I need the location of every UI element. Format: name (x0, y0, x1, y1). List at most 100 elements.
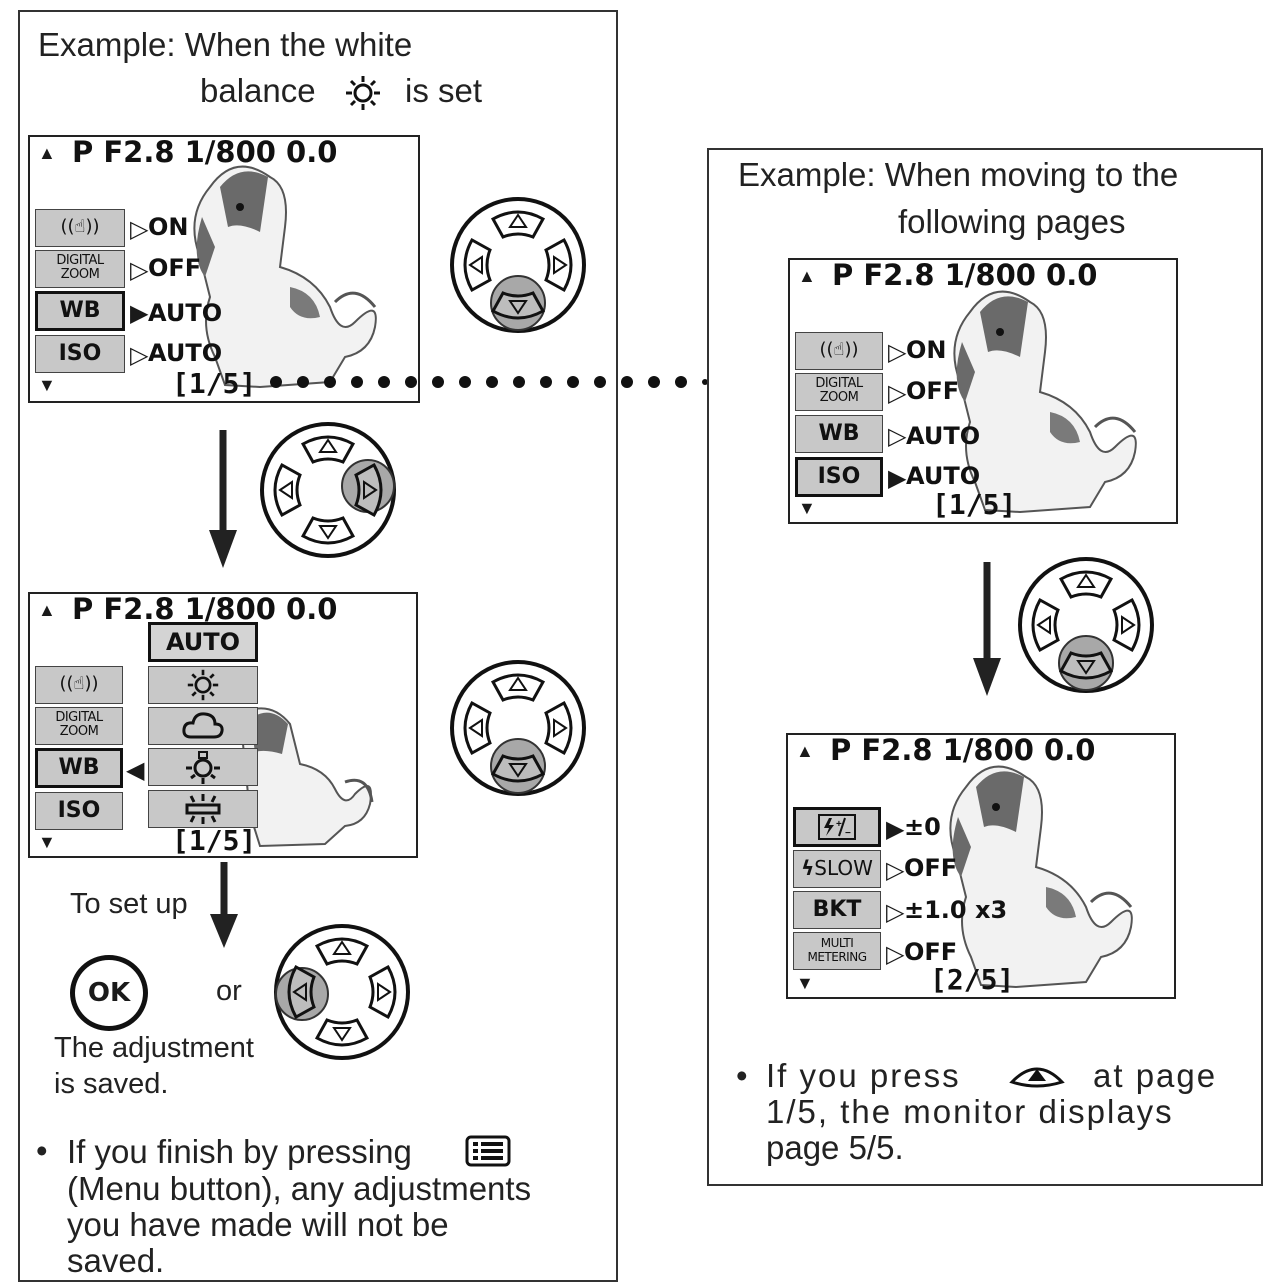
sun-icon (187, 669, 219, 701)
cloud-icon (182, 712, 224, 739)
scroll-down-arrow-icon: ▼ (38, 375, 56, 395)
value-auto-wb: AUTO (148, 299, 223, 327)
menu-row-flash-compensation: + − (793, 807, 881, 847)
pointer-outline-icon: ▷ (888, 423, 907, 450)
right-bullet-line2: 1/5, the monitor displays (766, 1093, 1174, 1130)
arrow-pad-right-pressed[interactable] (258, 420, 398, 560)
scroll-down-arrow-icon: ▼ (798, 498, 816, 518)
value-off: OFF (906, 377, 960, 405)
bullet-dot: • (36, 1132, 48, 1169)
up-button-icon (1009, 1067, 1065, 1088)
menu-row-bkt: BKT (793, 891, 881, 929)
value-bkt: ±1.0 x3 (904, 896, 1008, 924)
lcd-screen-page-2: ▲ P F2.8 1/800 0.0 + − ϟSLOW BKT MULTI M… (786, 733, 1176, 999)
value-auto-wb: AUTO (906, 422, 981, 450)
dog-image (949, 765, 1133, 989)
bulb-icon (186, 751, 220, 784)
scroll-up-arrow-icon: ▲ (38, 600, 56, 620)
lcd-screen-iso-selected: ▲ P F2.8 1/800 0.0 ((☝)) DIGITAL ZOOM WB… (788, 258, 1178, 524)
dog-image (238, 707, 374, 848)
bullet-dot: • (736, 1057, 748, 1094)
screen-header: P F2.8 1/800 0.0 (832, 258, 1098, 292)
slow-label: SLOW (814, 856, 873, 880)
value-on: ON (148, 213, 189, 241)
stabilizer-hand-icon: ((☝)) (59, 673, 99, 694)
fluorescent-icon (185, 794, 221, 824)
menu-row-stabilizer: ((☝)) (35, 209, 125, 247)
right-example-line1: Example: When moving to the (738, 156, 1179, 193)
down-arrow-icon (210, 862, 238, 948)
menu-row-iso: ISO (795, 457, 883, 497)
value-auto-iso: AUTO (906, 462, 981, 490)
dog-image (953, 290, 1137, 514)
menu-row-wb: WB (35, 748, 123, 788)
pointer-outline-icon: ▷ (886, 941, 905, 968)
menu-row-digital-zoom: DIGITAL ZOOM (35, 250, 125, 288)
menu-row-stabilizer: ((☝)) (795, 332, 883, 370)
screen-header: P F2.8 1/800 0.0 (830, 733, 1096, 767)
pointer-outline-icon: ▷ (130, 257, 149, 284)
left-example-line1: Example: When the white (38, 26, 413, 63)
value-off: OFF (148, 254, 202, 282)
menu-row-iso: ISO (35, 335, 125, 373)
down-arrow-icon (209, 430, 237, 568)
scroll-down-arrow-icon: ▼ (796, 973, 814, 993)
wb-option-sun[interactable] (148, 666, 258, 704)
arrow-pad-left-pressed[interactable] (272, 922, 412, 1062)
menu-bullet-line4: saved. (67, 1242, 165, 1279)
arrow-pad-down-pressed[interactable] (448, 658, 588, 798)
ok-button-label: OK (87, 978, 131, 1008)
ok-button[interactable]: OK (70, 955, 148, 1031)
page-indicator: [1/5] (172, 367, 257, 400)
menu-bullet-line1: If you finish by pressing (67, 1133, 412, 1170)
pointer-outline-icon: ▷ (888, 380, 907, 407)
menu-row-stabilizer: ((☝)) (35, 666, 123, 704)
down-arrow-icon (973, 562, 1001, 696)
pointer-filled-icon: ▶ (130, 300, 149, 327)
saved-line1: The adjustment (54, 1032, 254, 1064)
right-bullet-line3: page 5/5. (766, 1129, 904, 1166)
page-indicator: [1/5] (172, 824, 257, 857)
wb-option-cloudy[interactable] (148, 707, 258, 745)
screen-header: P F2.8 1/800 0.0 (72, 135, 338, 169)
scroll-up-arrow-icon: ▲ (38, 143, 56, 163)
wb-option-fluorescent[interactable] (148, 790, 258, 828)
menu-row-digital-zoom: DIGITAL ZOOM (35, 707, 123, 745)
right-example-line2: following pages (898, 203, 1126, 240)
lcd-screen-wb-options: ▲ P F2.8 1/800 0.0 AUTO ((☝)) DIGITAL ZO… (28, 592, 418, 858)
menu-row-iso: ISO (35, 792, 123, 830)
screen-header: P F2.8 1/800 0.0 (72, 592, 338, 626)
svg-text:+: + (836, 819, 842, 830)
left-example-line2a: balance (200, 72, 316, 109)
pointer-outline-icon: ▷ (886, 899, 905, 926)
pointer-filled-icon: ▶ (886, 816, 905, 843)
stabilizer-hand-icon: ((☝)) (60, 216, 100, 237)
menu-row-slow-flash: ϟSLOW (793, 850, 881, 888)
pointer-outline-icon: ▷ (888, 339, 907, 366)
dotted-connector (270, 376, 708, 388)
menu-button-icon (465, 1135, 511, 1167)
flash-compensation-icon: + − (818, 814, 856, 840)
pointer-filled-icon: ▶ (888, 465, 907, 492)
dog-image (193, 165, 377, 389)
scroll-up-arrow-icon: ▲ (798, 266, 816, 286)
right-bullet-line1b: at page (1093, 1057, 1218, 1094)
arrow-pad-down-pressed[interactable] (448, 195, 588, 335)
lcd-screen-wb-menu: ▲ P F2.8 1/800 0.0 ((☝)) DIGITAL ZOOM WB… (28, 135, 420, 403)
arrow-pad-down-pressed[interactable] (1016, 555, 1156, 695)
pointer-outline-icon: ▷ (130, 342, 149, 369)
wb-option-auto[interactable]: AUTO (148, 622, 258, 662)
pointer-outline-icon: ▷ (886, 857, 905, 884)
stabilizer-hand-icon: ((☝)) (819, 339, 859, 360)
menu-row-wb: WB (795, 415, 883, 453)
to-set-up-label: To set up (70, 888, 188, 920)
scroll-down-arrow-icon: ▼ (38, 832, 56, 852)
wb-option-incandescent[interactable] (148, 748, 258, 786)
left-example-line2b: is set (405, 72, 483, 109)
value-multi-metering: OFF (904, 938, 958, 966)
value-flash-compensation: ±0 (904, 813, 941, 841)
menu-bullet-line2: (Menu button), any adjustments (67, 1170, 532, 1207)
flash-icon: ϟ (801, 856, 815, 880)
menu-row-digital-zoom: DIGITAL ZOOM (795, 373, 883, 411)
or-label: or (216, 975, 242, 1007)
